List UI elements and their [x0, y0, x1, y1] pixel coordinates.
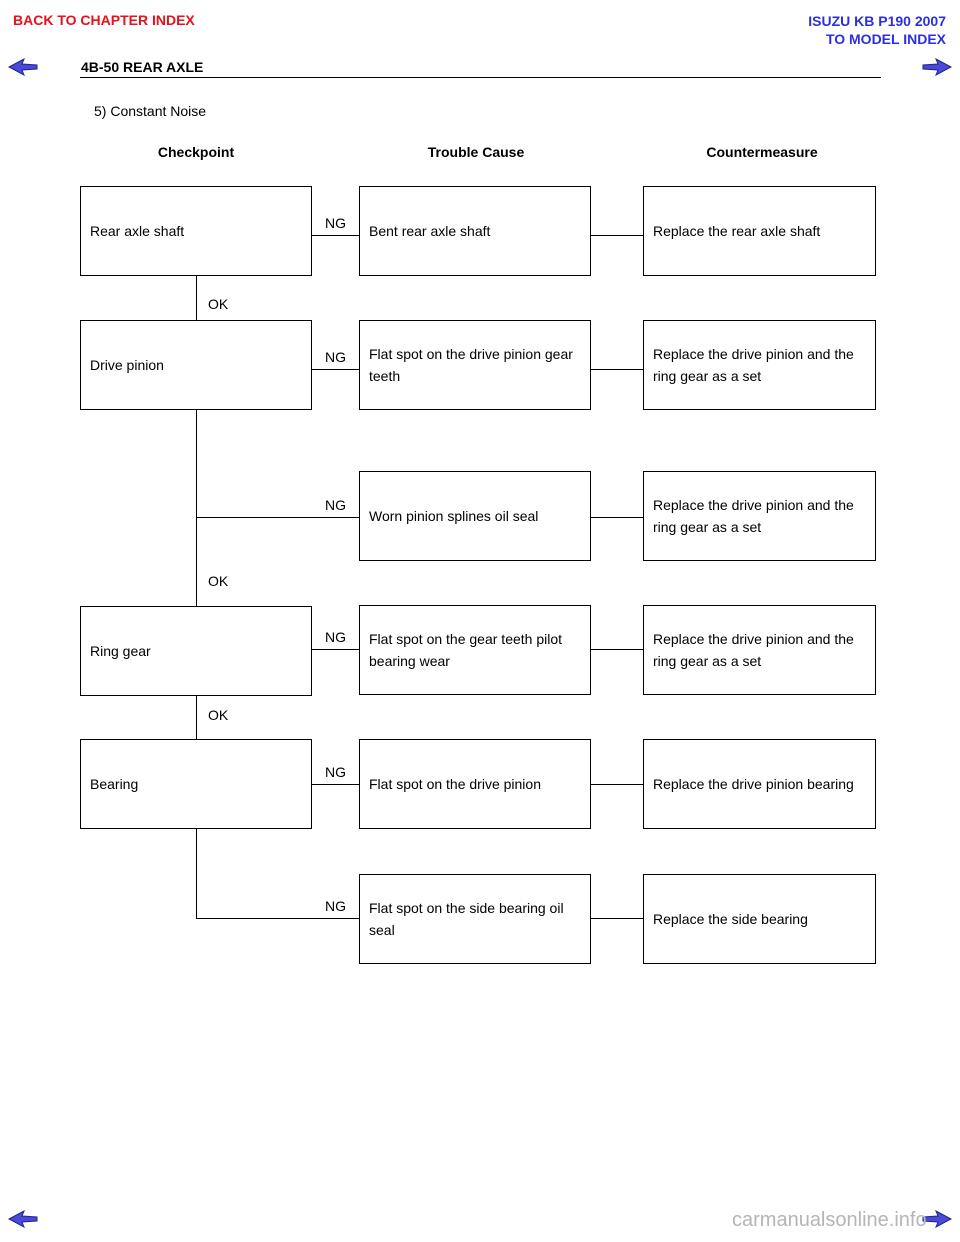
ng-label: NG: [325, 764, 346, 780]
connector-ng-3: [196, 517, 359, 518]
countermeasure-label: Replace the side bearing: [653, 911, 808, 927]
cause-label: Bent rear axle shaft: [369, 223, 491, 239]
connector-ok-2: [196, 409, 197, 606]
next-page-arrow-icon[interactable]: [922, 58, 952, 76]
ok-label: OK: [208, 296, 229, 312]
countermeasure-box: Replace the drive pinion and the ring ge…: [643, 605, 876, 695]
to-model-index-label: TO MODEL INDEX: [825, 31, 946, 47]
ng-label: NG: [325, 629, 346, 645]
previous-page-arrow-icon[interactable]: [8, 58, 38, 76]
model-index-link[interactable]: ISUZU KB P190 2007 TO MODEL INDEX: [808, 12, 946, 48]
cause-label: Flat spot on the drive pinion gear teeth: [369, 346, 573, 384]
connector-measure-1: [590, 235, 644, 236]
connector-ng-5: [311, 784, 359, 785]
watermark-text: carmanualsonline.info: [732, 1209, 927, 1231]
countermeasure-box: Replace the side bearing: [643, 874, 876, 964]
countermeasure-label: Replace the drive pinion and the ring ge…: [653, 631, 854, 669]
cause-box: Bent rear axle shaft: [359, 186, 591, 276]
header-rule: [80, 77, 881, 78]
connector-ng-1: [311, 235, 359, 236]
section-title: 5) Constant Noise: [94, 103, 207, 119]
connector-ng-4: [311, 649, 359, 650]
previous-page-arrow-icon[interactable]: [8, 1210, 38, 1228]
countermeasure-box: Replace the rear axle shaft: [643, 186, 876, 276]
connector-measure-5: [590, 784, 644, 785]
countermeasure-label: Replace the drive pinion bearing: [653, 776, 854, 792]
connector-ok-1: [196, 275, 197, 321]
checkpoint-box-ring-gear: Ring gear: [80, 606, 312, 696]
connector-measure-2: [590, 369, 644, 370]
checkpoint-box-bearing: Bearing: [80, 739, 312, 829]
connector-measure-4: [590, 649, 644, 650]
countermeasure-label: Replace the drive pinion and the ring ge…: [653, 346, 854, 384]
countermeasure-label: Replace the drive pinion and the ring ge…: [653, 497, 854, 535]
column-heading-countermeasure: Countermeasure: [706, 144, 818, 160]
cause-box: Flat spot on the side bearing oil seal: [359, 874, 591, 964]
ng-label: NG: [325, 215, 346, 231]
connector-ng-6: [196, 918, 359, 919]
back-to-chapter-index-link[interactable]: BACK TO CHAPTER INDEX: [13, 12, 195, 28]
cause-box: Flat spot on the drive pinion: [359, 739, 591, 829]
cause-label: Flat spot on the side bearing oil seal: [369, 900, 564, 938]
ng-label: NG: [325, 497, 346, 513]
checkpoint-label: Drive pinion: [90, 357, 164, 373]
cause-box: Worn pinion splines oil seal: [359, 471, 591, 561]
connector-ok-3: [196, 695, 197, 739]
checkpoint-label: Bearing: [90, 776, 139, 792]
countermeasure-box: Replace the drive pinion bearing: [643, 739, 876, 829]
ng-label: NG: [325, 349, 346, 365]
next-page-arrow-icon[interactable]: [922, 1210, 952, 1228]
page-header-title: 4B-50 REAR AXLE: [81, 59, 204, 75]
checkpoint-box-rear-axle-shaft: Rear axle shaft: [80, 186, 312, 276]
connector-bearing-branch: [196, 828, 197, 918]
column-heading-checkpoint: Checkpoint: [157, 144, 235, 160]
model-title: ISUZU KB P190 2007: [808, 13, 946, 29]
countermeasure-box: Replace the drive pinion and the ring ge…: [643, 471, 876, 561]
connector-ng-2: [311, 369, 359, 370]
cause-box: Flat spot on the drive pinion gear teeth: [359, 320, 591, 410]
checkpoint-label: Rear axle shaft: [90, 223, 185, 239]
connector-measure-6: [590, 918, 644, 919]
checkpoint-label: Ring gear: [90, 643, 151, 659]
cause-label: Flat spot on the drive pinion: [369, 776, 541, 792]
checkpoint-box-drive-pinion: Drive pinion: [80, 320, 312, 410]
ok-label: OK: [208, 573, 229, 589]
cause-label: Worn pinion splines oil seal: [369, 508, 539, 524]
cause-box: Flat spot on the gear teeth pilot bearin…: [359, 605, 591, 695]
countermeasure-box: Replace the drive pinion and the ring ge…: [643, 320, 876, 410]
column-heading-trouble-cause: Trouble Cause: [427, 144, 525, 160]
cause-label: Flat spot on the gear teeth pilot bearin…: [369, 631, 563, 669]
countermeasure-label: Replace the rear axle shaft: [653, 223, 821, 239]
ok-label: OK: [208, 707, 229, 723]
ng-label: NG: [325, 898, 346, 914]
connector-measure-3: [590, 517, 644, 518]
